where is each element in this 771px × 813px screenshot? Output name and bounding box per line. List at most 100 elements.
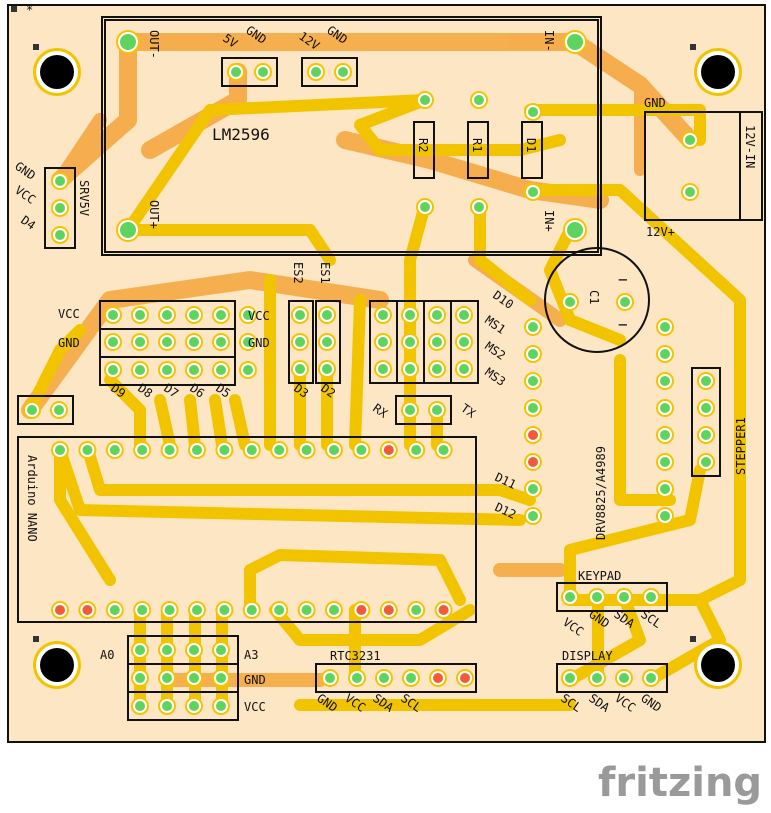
pad-arduino-top: [51, 441, 69, 459]
pad-arduino-bottom: [434, 601, 453, 619]
pad-keypad: [615, 588, 633, 606]
bottom-header-3: [127, 691, 239, 721]
es2-outline: [288, 300, 314, 384]
pad-stepper: [697, 372, 715, 390]
pad-arduino-bottom: [188, 601, 206, 619]
pad-arduino-bottom: [379, 601, 398, 619]
pad-rail: [212, 333, 230, 351]
a3-label: A3: [244, 648, 258, 662]
pad-rail: [131, 306, 149, 324]
pad-ms-a: [374, 306, 392, 324]
mounting-holes: [33, 48, 742, 689]
gnd-mid-label: GND: [248, 336, 270, 350]
pad-ms-a: [374, 360, 392, 378]
r2-outline: [413, 121, 435, 179]
gnd-in-label: GND: [644, 96, 666, 110]
pad-bottom-header: [185, 697, 203, 715]
display-label: DISPLAY: [562, 649, 613, 663]
pad-driver-right: [656, 480, 674, 498]
h-5v-gnd-outline: [221, 57, 278, 87]
d5-label: D5: [213, 381, 233, 401]
pad-5v-gnd: [254, 63, 272, 81]
pad-driver-left: [524, 453, 542, 471]
d9-label: D9: [108, 381, 128, 401]
d2-label: D2: [318, 381, 338, 401]
driver-label: DRV8825/A4989: [594, 446, 608, 540]
pad-stepper: [697, 453, 715, 471]
lm2596-label: LM2596: [212, 125, 270, 144]
h-5v-label: 5V: [220, 31, 240, 51]
r1-outline: [467, 121, 489, 179]
keypad-label: KEYPAD: [578, 569, 621, 583]
pad-stepper: [697, 399, 715, 417]
pad-arduino-bottom: [160, 601, 179, 619]
pad-ms-b: [401, 360, 419, 378]
pad-r2-bottom: [416, 198, 434, 216]
display-outline: [556, 663, 668, 693]
pad-rail: [104, 333, 122, 351]
mount-hole-top-right: [694, 48, 742, 96]
pad-driver-left: [524, 426, 542, 444]
pad-rtc: [402, 669, 420, 687]
pad-driver-right: [656, 345, 674, 363]
pad-driver-left: [524, 507, 542, 525]
pad-rtc: [321, 669, 339, 687]
svg-text:*: *: [26, 3, 33, 17]
stepper-outline: [691, 367, 721, 477]
stepper-label: STEPPER1: [734, 417, 748, 475]
pad-bottom-header: [212, 669, 230, 687]
pads: [23, 30, 715, 715]
arduino-label: Arduino NANO: [25, 455, 39, 542]
pad-arduino-bottom: [270, 601, 289, 619]
pad-rail: [212, 306, 230, 324]
pad-ms-d: [455, 306, 473, 324]
pad-es1: [318, 333, 336, 351]
pad-driver-left: [524, 318, 542, 336]
lm2596-outline: [101, 16, 602, 256]
pad-display: [561, 669, 579, 687]
gnd-left-label: GND: [58, 336, 80, 350]
pad-srv5v: [51, 199, 69, 217]
pad-power-gnd: [681, 131, 699, 149]
pad-bottom-header: [131, 697, 149, 715]
vcc-left-label: VCC: [58, 307, 80, 321]
srv-d4-label: D4: [18, 213, 38, 233]
pad-d1-top: [524, 103, 542, 121]
pad-rtc: [375, 669, 393, 687]
d7-label: D7: [161, 381, 181, 401]
pad-bottom-header: [212, 641, 230, 659]
pad-arduino-top: [242, 441, 261, 459]
pad-left-2pin: [50, 401, 68, 419]
silkscreen-outlines: [17, 16, 763, 721]
pad-ms-c: [428, 306, 446, 324]
h-12v-gnd-outline: [301, 57, 358, 87]
pad-left-2pin: [23, 401, 41, 419]
pad-arduino-bottom: [352, 601, 371, 619]
in-plus-label: IN+: [542, 210, 556, 232]
pad-rxtx: [401, 401, 419, 419]
pad-ms-b: [401, 306, 419, 324]
pad-arduino-top: [105, 441, 124, 459]
pad-display: [588, 669, 606, 687]
pad-arduino-bottom: [51, 601, 69, 619]
pad-keypad: [588, 588, 606, 606]
pad-keypad: [561, 588, 579, 606]
pad-bottom-header: [158, 697, 176, 715]
pad-rail: [185, 333, 203, 351]
power-in-outline: [644, 111, 763, 221]
a0-label: A0: [100, 648, 114, 662]
pad-12v-gnd: [307, 63, 325, 81]
pad-ms-a: [374, 333, 392, 351]
pad-d1-bottom: [524, 183, 542, 201]
out-minus-label: OUT-: [147, 30, 161, 59]
pad-ms-c: [428, 333, 446, 351]
rxtx-outline: [395, 395, 452, 425]
keypad-outline: [556, 582, 668, 612]
c1-outline: [544, 247, 650, 353]
pad-arduino-top: [133, 441, 152, 459]
labels: LM2596 OUT- OUT+ IN- IN+ 5V GND 12V GND …: [12, 23, 757, 715]
fritzing-watermark: fritzing: [598, 760, 762, 806]
pad-rail: [239, 361, 257, 379]
pad-arduino-top: [160, 441, 179, 459]
